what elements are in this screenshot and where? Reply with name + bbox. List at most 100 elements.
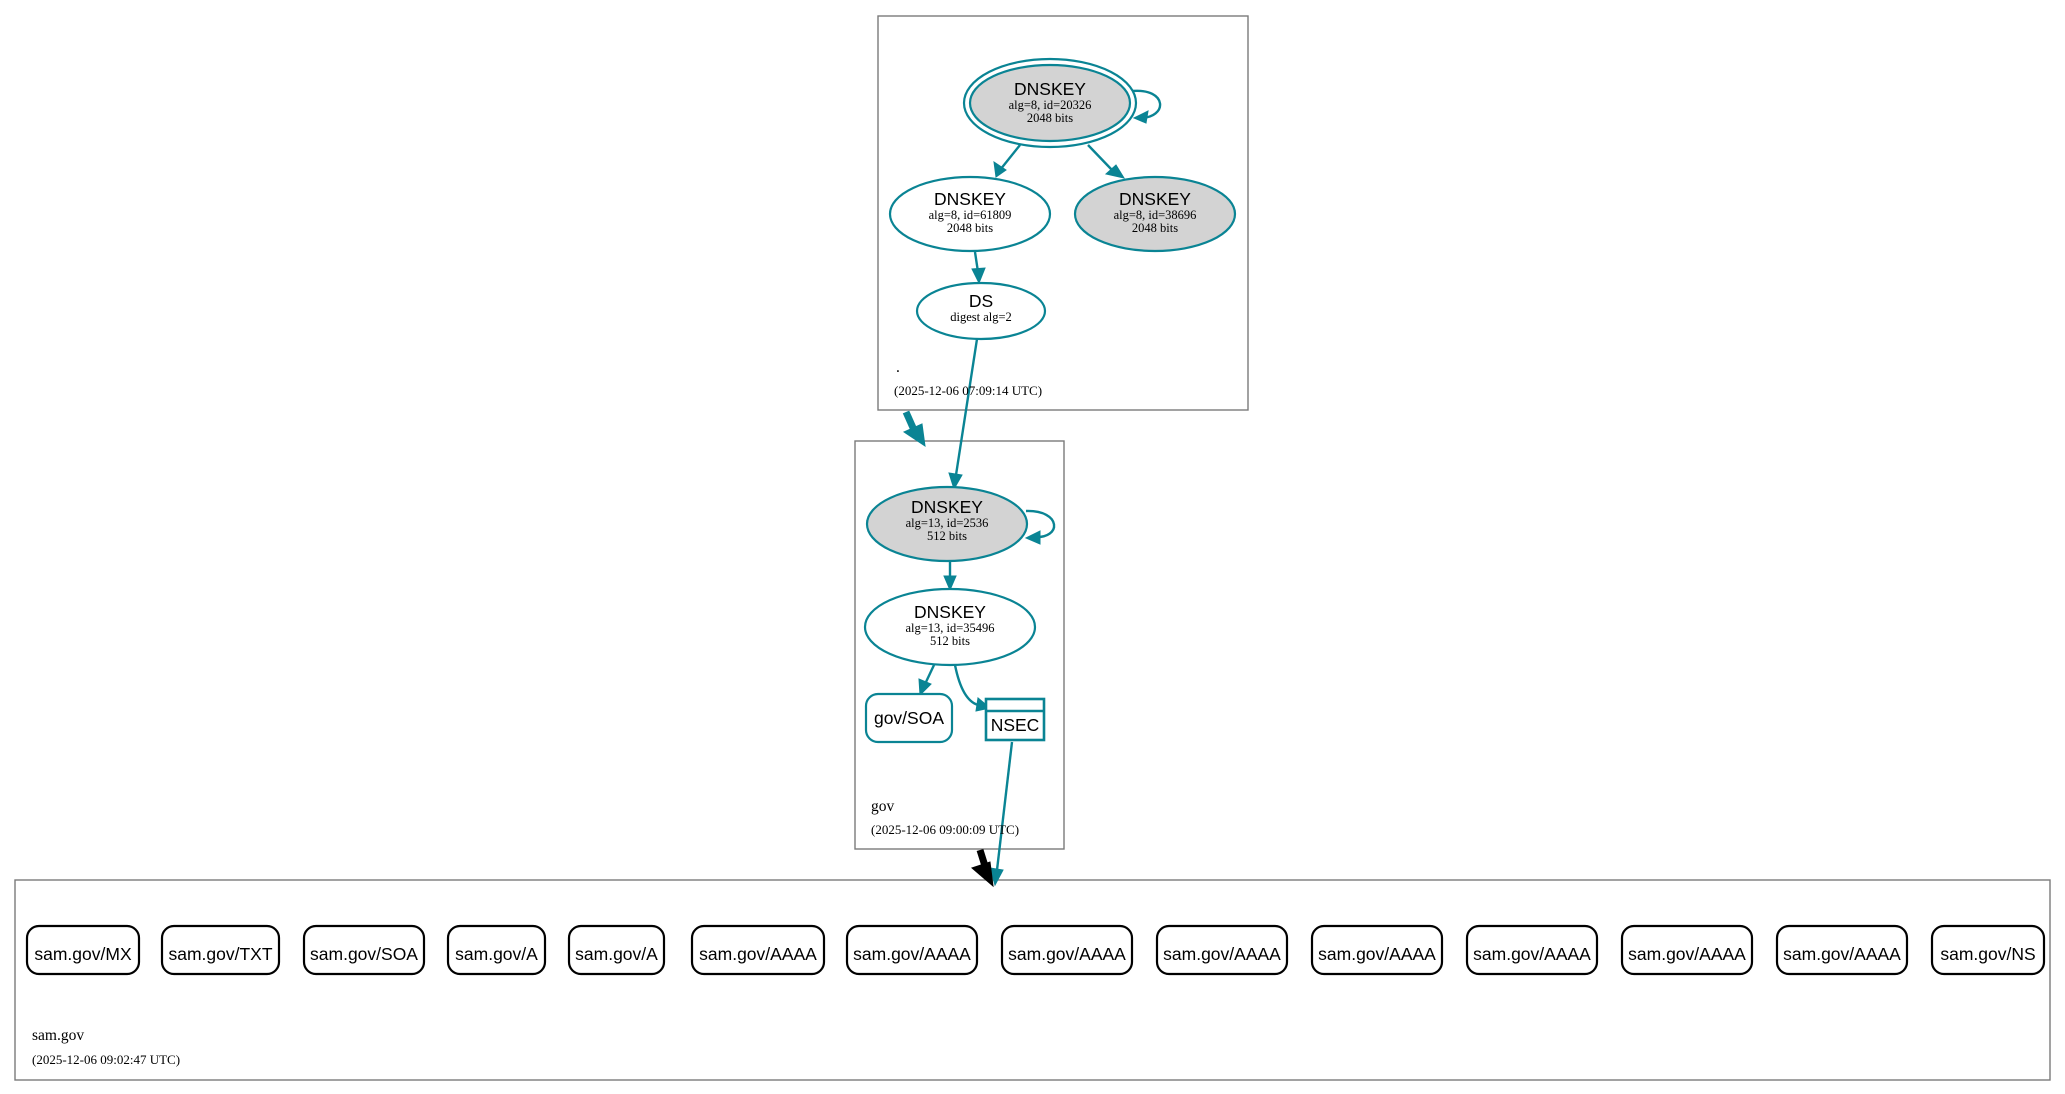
edge-ds-to-gov-ksk — [954, 338, 979, 476]
root-zsk-algid: alg=8, id=61809 — [929, 208, 1012, 222]
arrow-gov-ksk-to-zsk — [943, 575, 957, 592]
root-ksk-algid: alg=8, id=20326 — [1009, 98, 1092, 112]
sam-gov-record-node: sam.gov/AAAA — [1310, 924, 1444, 976]
root-ksk-outer-ring — [962, 57, 1138, 149]
sam-gov-record-box — [1620, 924, 1754, 976]
gov-zsk-title: DNSKEY — [914, 602, 986, 622]
sam-gov-record-box — [1310, 924, 1444, 976]
arrow-root-to-gov-delegation — [902, 423, 926, 448]
sam-gov-record-label: sam.gov/MX — [34, 944, 132, 964]
edge-gov-to-sam-gov-delegation — [976, 848, 989, 868]
zone-sam-gov-timestamp: (2025-12-06 09:02:47 UTC) — [32, 1052, 180, 1067]
sam-gov-record-node: sam.gov/AAAA — [690, 924, 826, 976]
sam-gov-record-box — [1155, 924, 1289, 976]
sam-gov-record-label: sam.gov/SOA — [310, 944, 418, 964]
sam-gov-record-label: sam.gov/AAAA — [1163, 944, 1281, 964]
edge-gov-zsk-to-nsec — [953, 664, 979, 707]
zone-root-label: . — [896, 359, 900, 376]
root-ksk-bits: 2048 bits — [1027, 111, 1073, 125]
ds-digest: digest alg=2 — [950, 310, 1012, 324]
sam-gov-record-label: sam.gov/AAAA — [1473, 944, 1591, 964]
sam-gov-record-label: sam.gov/AAAA — [1628, 944, 1746, 964]
gov-zsk-algid: alg=13, id=35496 — [905, 621, 994, 635]
sam-gov-record-box — [1000, 924, 1134, 976]
arrow-root-zsk-to-ds — [971, 267, 986, 285]
gov-soa-label: gov/SOA — [874, 708, 944, 728]
zone-sam-gov-label: sam.gov — [32, 1027, 84, 1044]
edge-nsec-to-sam-gov — [995, 741, 1014, 871]
root-zsk-bits: 2048 bits — [947, 221, 993, 235]
gov-zsk-node: DNSKEY alg=13, id=35496 512 bits — [863, 587, 1037, 667]
gov-ksk-title: DNSKEY — [911, 497, 983, 517]
edge-root-to-gov-delegation — [902, 410, 918, 432]
root-zsk-node: DNSKEY alg=8, id=61809 2048 bits — [888, 175, 1052, 253]
edge-gov-zsk-to-soa — [924, 664, 936, 683]
zone-sam-gov-cluster — [14, 879, 2051, 1081]
sam-gov-record-box — [302, 924, 426, 976]
arrow-nsec-to-sam-gov — [989, 867, 1004, 887]
sam-gov-record-node: sam.gov/TXT — [160, 924, 281, 976]
sam-gov-record-node: sam.gov/A — [567, 924, 666, 976]
sam-gov-records: sam.gov/MX sam.gov/TXT sam.gov/SOA sam.gov/… — [25, 924, 2046, 976]
gov-soa-node: gov/SOA — [864, 692, 954, 744]
sam-gov-record-box — [25, 924, 141, 976]
gov-ksk-node: DNSKEY alg=13, id=2536 512 bits — [865, 485, 1029, 563]
root-ksk-node: DNSKEY alg=8, id=20326 2048 bits — [962, 57, 1138, 149]
arrow-ds-to-gov-ksk — [948, 472, 963, 491]
sam-gov-record-box — [446, 924, 547, 976]
edge-root-ksk-self — [1131, 89, 1162, 120]
edge-gov-ksk-self — [1025, 509, 1056, 539]
root-key-38696-node: DNSKEY alg=8, id=38696 2048 bits — [1073, 175, 1237, 253]
arrow-root-ksk-to-38696 — [1104, 164, 1126, 179]
sam-gov-record-label: sam.gov/NS — [1940, 944, 2035, 964]
sam-gov-record-node: sam.gov/AAAA — [1465, 924, 1599, 976]
sam-gov-record-node: sam.gov/AAAA — [1000, 924, 1134, 976]
sam-gov-record-node: sam.gov/AAAA — [1155, 924, 1289, 976]
sam-gov-record-box — [1775, 924, 1909, 976]
gov-ksk-bits: 512 bits — [927, 529, 967, 543]
sam-gov-record-box — [160, 924, 281, 976]
sam-gov-record-node: sam.gov/A — [446, 924, 547, 976]
sam-gov-record-label: sam.gov/A — [575, 944, 658, 964]
zone-gov-timestamp: (2025-12-06 09:00:09 UTC) — [871, 822, 1019, 837]
sam-gov-record-label: sam.gov/AAAA — [1008, 944, 1126, 964]
root-ksk-title: DNSKEY — [1014, 79, 1086, 99]
zone-root-timestamp: (2025-12-06 07:09:14 UTC) — [894, 383, 1042, 398]
arrow-gov-to-sam-gov-delegation — [971, 861, 994, 888]
sam-gov-record-label: sam.gov/TXT — [168, 944, 272, 964]
arrow-root-ksk-self — [1132, 110, 1149, 124]
edge-root-ksk-to-zsk — [999, 144, 1021, 171]
root-key-38696-title: DNSKEY — [1119, 189, 1191, 209]
gov-nsec-node: NSEC — [984, 697, 1046, 742]
sam-gov-record-box — [567, 924, 666, 976]
sam-gov-record-node: sam.gov/NS — [1930, 924, 2046, 976]
sam-gov-record-node: sam.gov/MX — [25, 924, 141, 976]
root-ksk-inner-ring — [968, 63, 1132, 143]
sam-gov-record-box — [845, 924, 979, 976]
arrow-gov-zsk-to-soa — [918, 678, 932, 697]
root-ds-node: DS digest alg=2 — [915, 281, 1047, 341]
sam-gov-record-box — [1930, 924, 2046, 976]
gov-zsk-bits: 512 bits — [930, 634, 970, 648]
sam-gov-record-label: sam.gov/A — [455, 944, 538, 964]
sam-gov-record-label: sam.gov/AAAA — [699, 944, 817, 964]
gov-nsec-label: NSEC — [991, 715, 1040, 735]
sam-gov-record-box — [690, 924, 826, 976]
arrow-root-ksk-to-zsk — [993, 160, 1007, 178]
arrow-gov-ksk-self — [1024, 530, 1041, 545]
sam-gov-record-node: sam.gov/SOA — [302, 924, 426, 976]
sam-gov-record-box — [1465, 924, 1599, 976]
sam-gov-record-label: sam.gov/AAAA — [853, 944, 971, 964]
zone-gov-label: gov — [871, 798, 895, 815]
root-zsk-title: DNSKEY — [934, 189, 1006, 209]
sam-gov-record-label: sam.gov/AAAA — [1783, 944, 1901, 964]
sam-gov-record-node: sam.gov/AAAA — [1620, 924, 1754, 976]
edge-root-ksk-to-38696 — [1087, 144, 1113, 171]
sam-gov-record-node: sam.gov/AAAA — [1775, 924, 1909, 976]
root-key-38696-algid: alg=8, id=38696 — [1114, 208, 1197, 222]
root-key-38696-bits: 2048 bits — [1132, 221, 1178, 235]
gov-ksk-algid: alg=13, id=2536 — [906, 516, 989, 530]
sam-gov-record-node: sam.gov/AAAA — [845, 924, 979, 976]
sam-gov-record-label: sam.gov/AAAA — [1318, 944, 1436, 964]
